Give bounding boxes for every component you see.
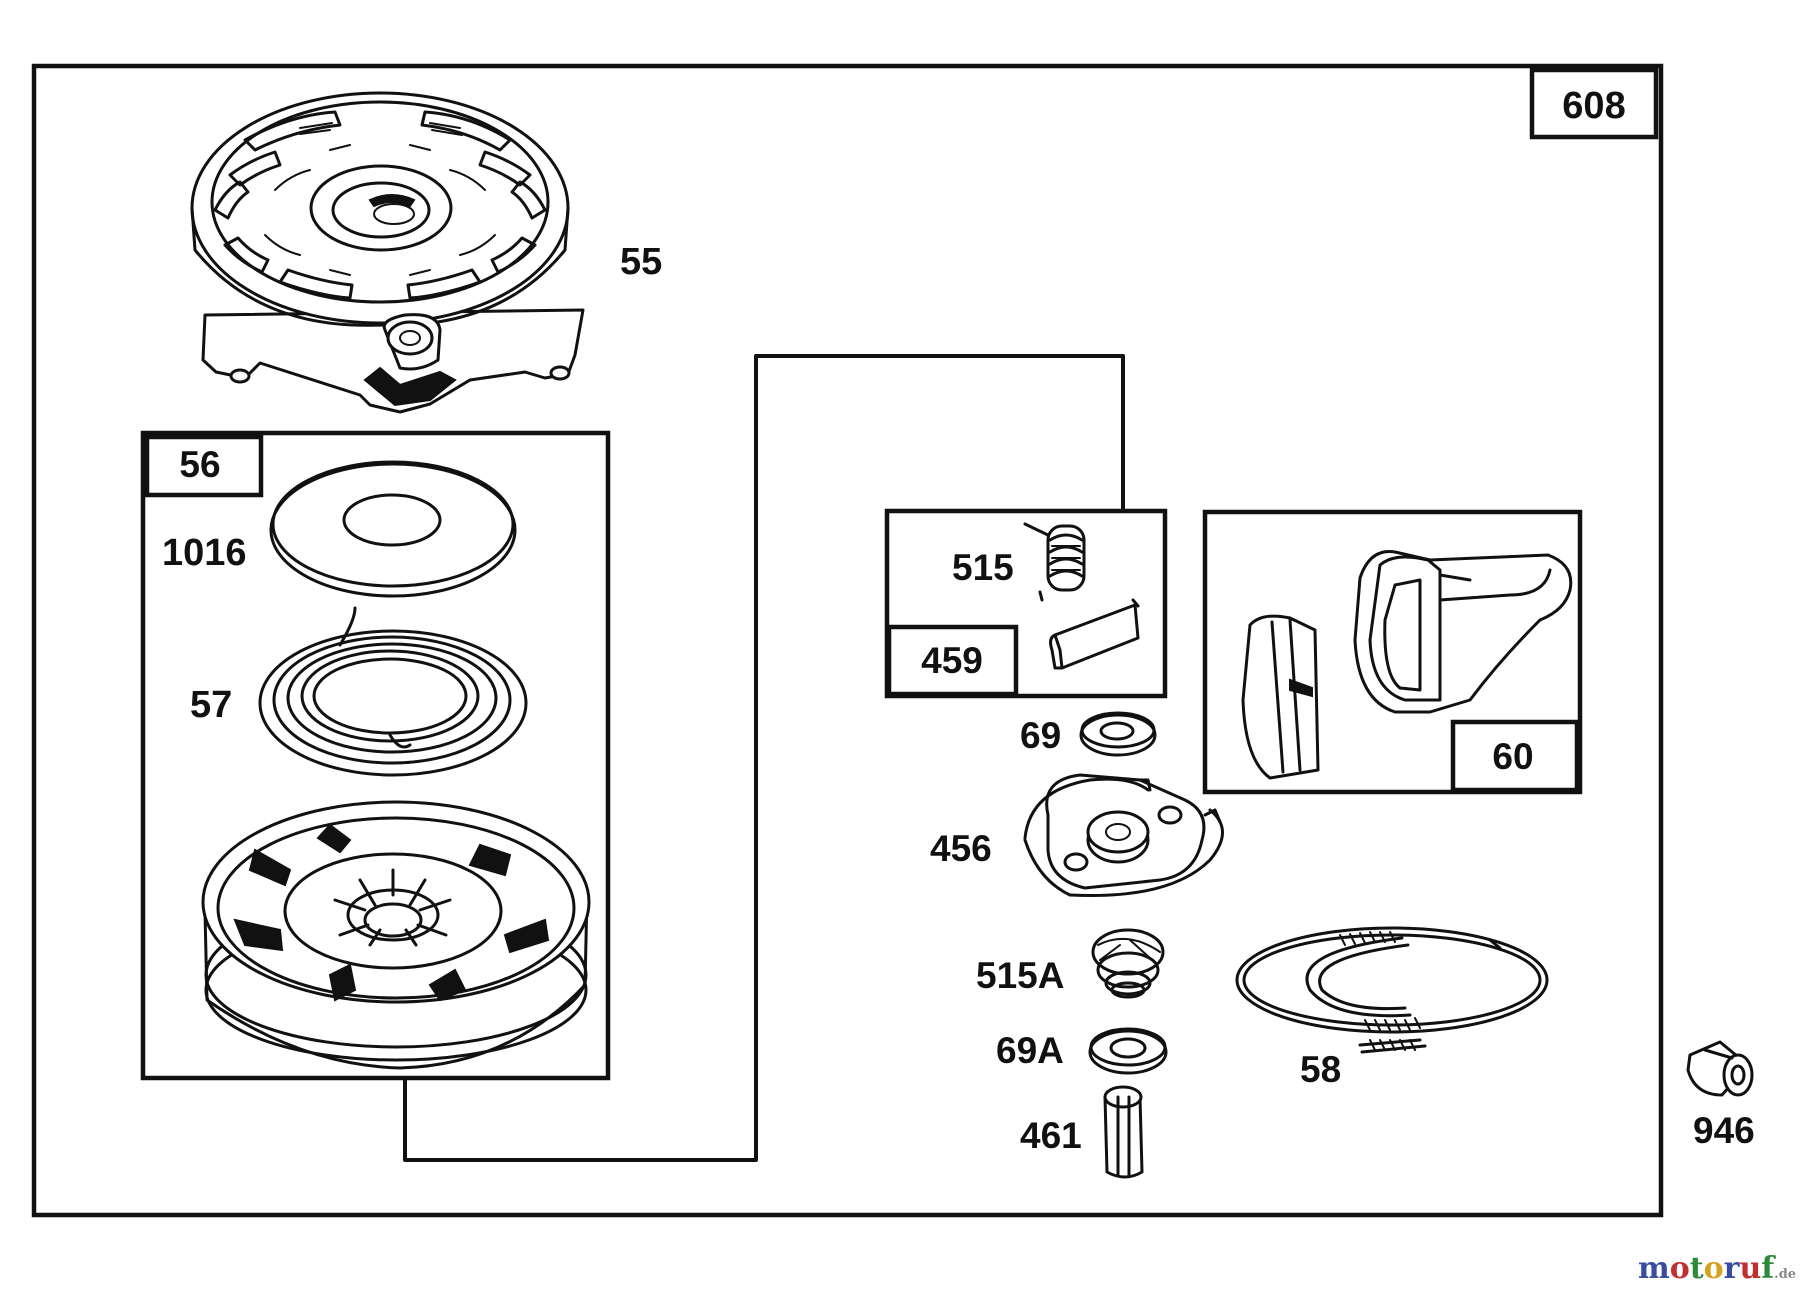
part-55-label: 55 <box>620 241 662 283</box>
washer-1016 <box>269 460 517 598</box>
pin-461 <box>1103 1085 1144 1179</box>
assembly-frame <box>31 63 1664 1218</box>
spring-57 <box>258 606 528 777</box>
retainer-456 <box>1023 773 1224 898</box>
pawl-459 <box>1049 598 1140 670</box>
part-1016-label: 1016 <box>162 532 247 574</box>
spring-515a <box>1091 928 1165 999</box>
part-69a-label: 69A <box>996 1030 1064 1071</box>
part-461-label: 461 <box>1020 1115 1082 1156</box>
watermark-letter: o <box>1704 1251 1724 1286</box>
assembly-label: 608 <box>1562 85 1625 127</box>
part-459-label: 459 <box>921 640 983 681</box>
watermark-letter: m <box>1638 1251 1670 1286</box>
assembly-label-box <box>1529 67 1659 140</box>
handle-60 <box>1241 550 1573 780</box>
watermark-letter: f <box>1761 1251 1776 1286</box>
watermark-letter: u <box>1739 1251 1761 1286</box>
part-56-label: 56 <box>179 444 220 485</box>
watermark-letter: t <box>1690 1251 1704 1286</box>
clip-946 <box>1686 1040 1754 1097</box>
watermark-letter: o <box>1670 1251 1690 1286</box>
box-60 <box>1202 509 1583 795</box>
box-56-label-box <box>144 434 264 498</box>
watermark-suffix: .de <box>1774 1267 1796 1282</box>
washer-69a <box>1088 1027 1168 1075</box>
part-69-label: 69 <box>1020 715 1061 756</box>
part-60-label: 60 <box>1492 736 1533 777</box>
part-946-label: 946 <box>1693 1110 1755 1151</box>
part-515-label: 515 <box>952 547 1014 588</box>
box-515-459 <box>884 508 1168 699</box>
rope-58 <box>1235 926 1549 1054</box>
box-60-label-box <box>1450 719 1580 793</box>
watermark-letter: r <box>1724 1251 1741 1286</box>
pulley <box>201 800 591 1070</box>
box-459-label-box <box>886 624 1019 697</box>
part-456-label: 456 <box>930 828 992 869</box>
part-515a-label: 515A <box>976 955 1064 996</box>
box-56 <box>140 430 611 1081</box>
starter-housing-55 <box>190 91 585 414</box>
washer-69 <box>1079 711 1157 757</box>
part-57-label: 57 <box>190 684 232 726</box>
svg-text:motoruf.de: motoruf.de <box>1638 1251 1796 1286</box>
part-58-label: 58 <box>1300 1049 1341 1090</box>
watermark-logo: motoruf.de <box>1638 1251 1796 1286</box>
bracket-line <box>403 354 1125 1162</box>
spring-515 <box>1023 522 1086 602</box>
